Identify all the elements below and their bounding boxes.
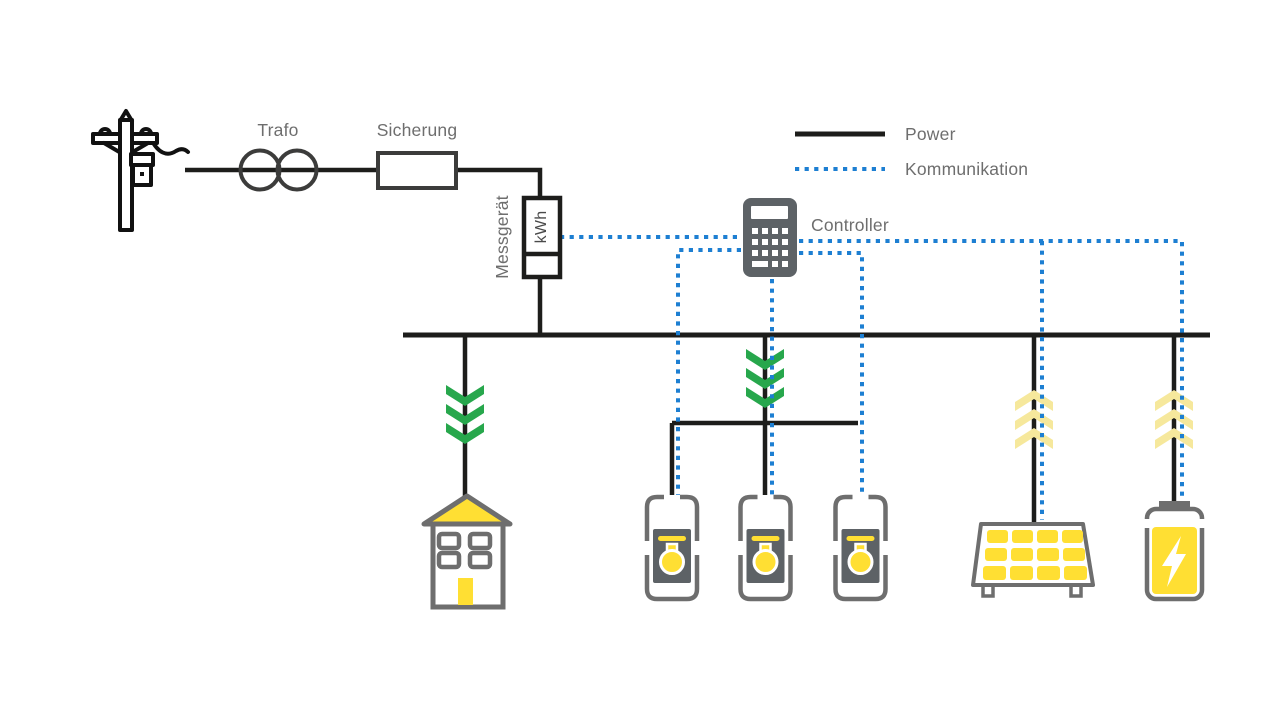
ev-charger-icon (833, 494, 888, 602)
battery-generation-arrows (1155, 390, 1193, 449)
solar-panel-icon (971, 522, 1095, 598)
house-icon (421, 493, 513, 610)
ev-charger-icon (644, 494, 700, 602)
trafo-label: Trafo (257, 120, 299, 140)
messgeraet-label: Messgerät (492, 195, 512, 279)
controller-icon (743, 198, 797, 277)
ev-charger-icons (644, 494, 888, 602)
transformer-icon (238, 148, 319, 192)
charger-consumption-arrows (746, 349, 784, 408)
energy-meter-icon (521, 195, 563, 280)
kwh-unit-label: kWh (533, 210, 550, 244)
fuse-icon (376, 151, 458, 190)
sicherung-label: Sicherung (376, 120, 458, 140)
communication-lines (560, 235, 1184, 520)
ev-charger-icon (738, 494, 793, 602)
legend-power-label: Power (905, 124, 956, 144)
charger-power-lines (669, 335, 858, 495)
solar-generation-arrows (1015, 390, 1053, 449)
utility-pole-icon (91, 109, 190, 232)
battery-icon (1143, 501, 1206, 602)
house-consumption-arrows (446, 385, 484, 444)
controller-label: Controller (811, 215, 889, 235)
grid-supply-power-line (185, 167, 543, 335)
legend-kommunikation-label: Kommunikation (905, 159, 1029, 179)
